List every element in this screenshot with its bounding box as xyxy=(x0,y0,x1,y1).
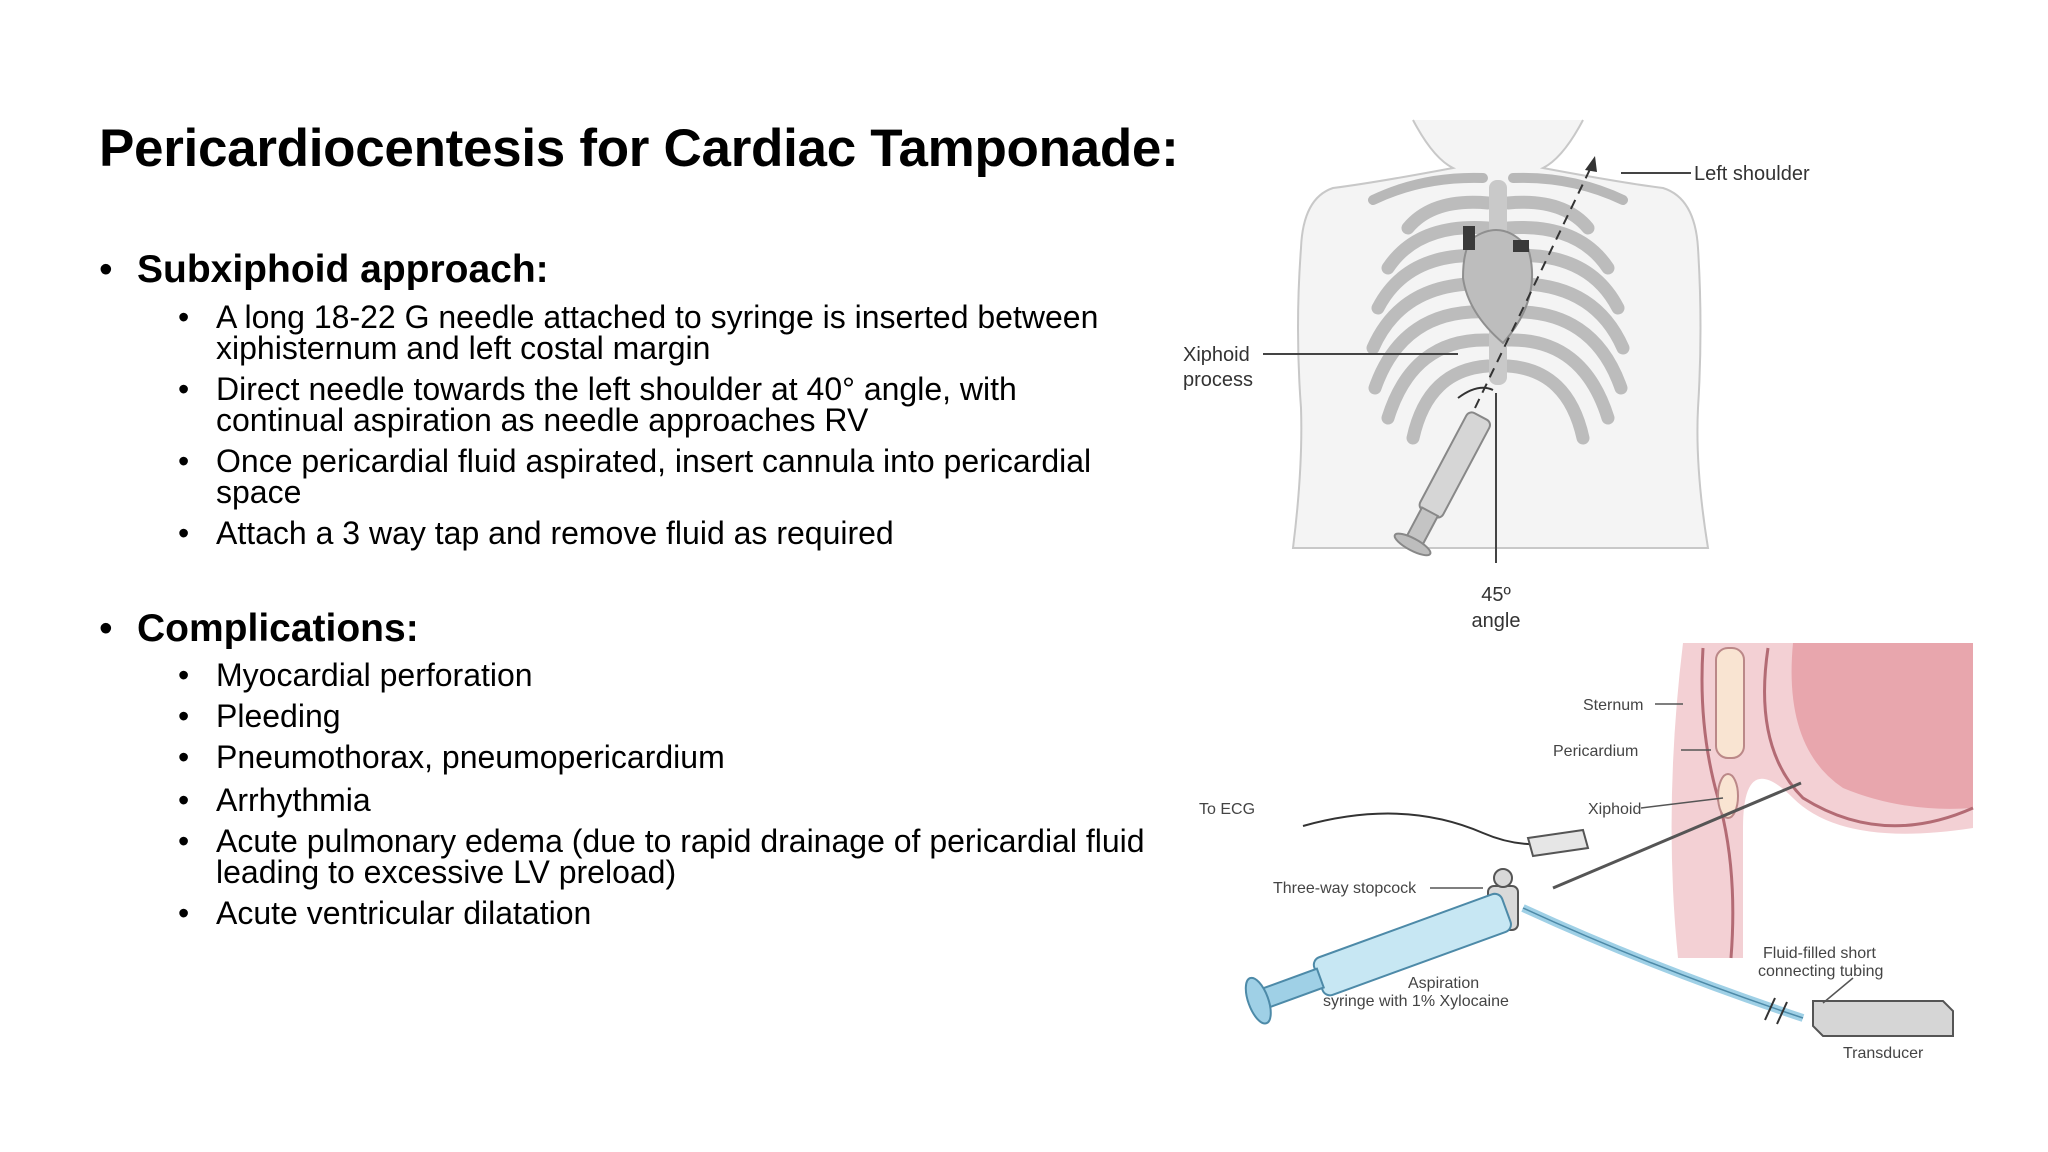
bullet: • xyxy=(178,657,190,693)
list-item-text: Pneumothorax, pneumopericardium xyxy=(216,739,725,775)
list-item-text: Attach a 3 way tap and remove fluid as r… xyxy=(216,515,894,551)
list-item: • Once pericardial fluid aspirated, inse… xyxy=(178,443,1146,510)
stopcock-label: Three-way stopcock xyxy=(1273,880,1417,897)
tubing-label-line1: Fluid-filled short xyxy=(1763,945,1876,962)
torso-diagram: Left shoulder Xiphoid process 45º angle xyxy=(1183,108,1810,632)
to-ecg-label: To ECG xyxy=(1199,801,1255,818)
syringe-label-line2: syringe with 1% Xylocaine xyxy=(1323,993,1509,1010)
list-item-text: A long 18-22 G needle attached to syring… xyxy=(216,299,1099,366)
xiphoid-label-line1: Xiphoid xyxy=(1183,344,1250,366)
list-item-text: Acute pulmonary edema (due to rapid drai… xyxy=(216,823,1145,890)
setup-diagram: Sternum Pericardium To ECG Xiphoid Three… xyxy=(1199,643,1974,1062)
bullet: • xyxy=(178,895,190,931)
bullet: • xyxy=(178,823,190,859)
list-item: • Acute ventricular dilatation xyxy=(178,895,1146,931)
section-heading-complications: • Complications: xyxy=(99,605,419,653)
bullet: • xyxy=(178,371,190,407)
pericardiocentesis-illustration: Left shoulder Xiphoid process 45º angle xyxy=(1183,108,1983,1068)
bullet: • xyxy=(99,248,113,291)
list-item-text: Once pericardial fluid aspirated, insert… xyxy=(216,443,1092,510)
list-item: • Acute pulmonary edema (due to rapid dr… xyxy=(178,823,1146,890)
list-item-text: Direct needle towards the left shoulder … xyxy=(216,371,1017,438)
bullet: • xyxy=(178,739,190,775)
list-item: • Arrhythmia xyxy=(178,782,1146,818)
list-item: • A long 18-22 G needle attached to syri… xyxy=(178,299,1146,366)
pericardium-label: Pericardium xyxy=(1553,743,1638,760)
transducer-label: Transducer xyxy=(1843,1045,1924,1062)
list-item-text: Myocardial perforation xyxy=(216,657,533,693)
tubing-label-line2: connecting tubing xyxy=(1758,963,1883,980)
xiphoid-label-line2: process xyxy=(1183,369,1253,391)
bullet: • xyxy=(178,299,190,335)
list-item: • Direct needle towards the left shoulde… xyxy=(178,371,1146,438)
section-heading-approach: • Subxiphoid approach: xyxy=(99,246,549,294)
list-item: • Pneumothorax, pneumopericardium xyxy=(178,739,1146,775)
bullet: • xyxy=(178,515,190,551)
angle-value-label: 45º xyxy=(1481,584,1511,606)
bullet: • xyxy=(99,607,113,650)
slide-title: Pericardiocentesis for Cardiac Tamponade… xyxy=(99,119,1179,178)
bullet: • xyxy=(178,443,190,479)
list-item-text: Arrhythmia xyxy=(216,782,371,818)
bullet: • xyxy=(178,698,190,734)
section-heading-text: Complications: xyxy=(137,607,419,650)
list-item-text: Pleeding xyxy=(216,698,341,734)
xiphoid-label: Xiphoid xyxy=(1588,801,1641,818)
angle-word-label: angle xyxy=(1472,610,1521,632)
section-heading-text: Subxiphoid approach: xyxy=(137,248,549,291)
list-item: • Myocardial perforation xyxy=(178,657,1146,693)
left-shoulder-label: Left shoulder xyxy=(1694,163,1810,185)
list-item-text: Acute ventricular dilatation xyxy=(216,895,592,931)
bullet: • xyxy=(178,782,190,818)
list-item: • Attach a 3 way tap and remove fluid as… xyxy=(178,515,1146,551)
list-item: • Pleeding xyxy=(178,698,1146,734)
sternum-label: Sternum xyxy=(1583,697,1643,714)
syringe-label-line1: Aspiration xyxy=(1408,975,1479,992)
